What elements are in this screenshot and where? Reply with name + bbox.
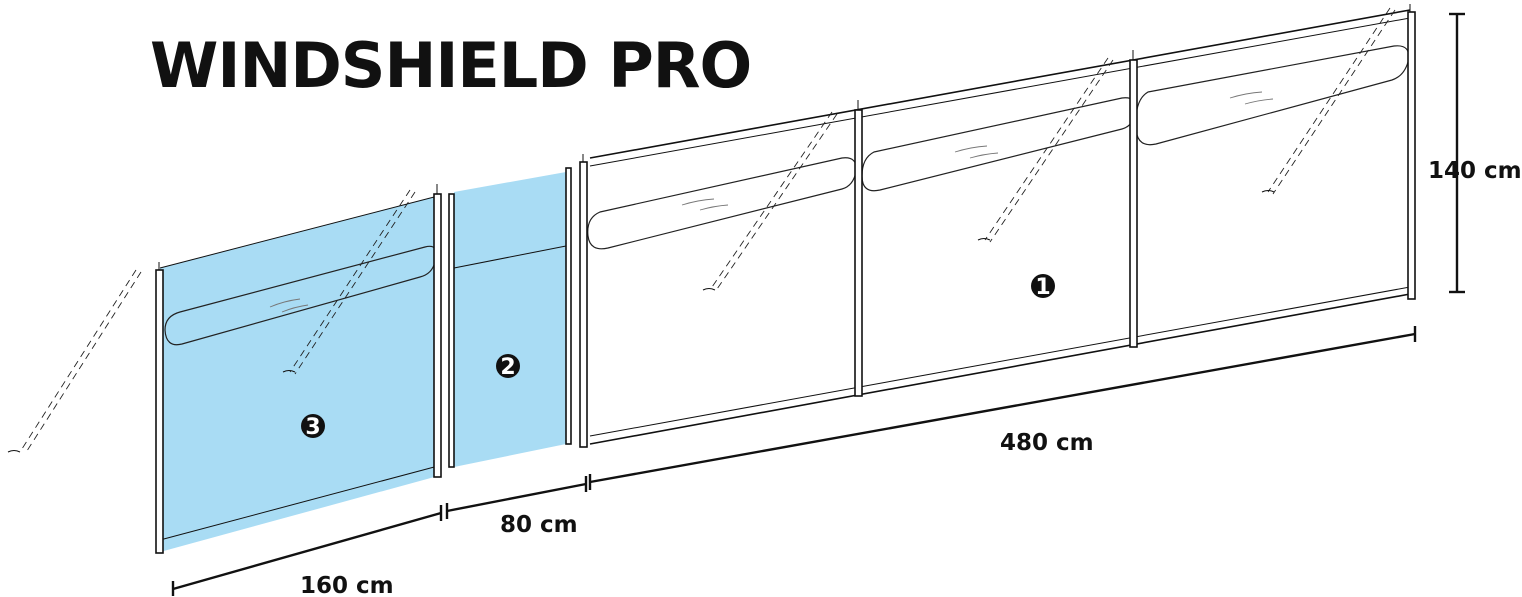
section-3-panel: [159, 195, 439, 552]
pole: [433, 193, 442, 478]
dimension-left-length-label: 160 cm: [300, 573, 394, 597]
diagram-title: WINDSHIELD PRO: [150, 29, 751, 102]
svg-text:3: 3: [305, 415, 320, 440]
pole: [155, 269, 164, 554]
pole: [854, 109, 863, 397]
pole: [1407, 11, 1416, 300]
pole: [448, 193, 455, 468]
dimension-height-label: 140 cm: [1428, 158, 1522, 184]
poles: [155, 4, 1416, 554]
marker-1: 1: [1031, 274, 1055, 300]
dimension-middle-length-label: 80 cm: [500, 512, 578, 538]
svg-text:2: 2: [500, 355, 515, 380]
dimension-main-length: 480 cm: [588, 326, 1417, 490]
section-3-fill: [160, 196, 438, 552]
guy-ropes: [7, 7, 1396, 455]
dimension-height: 140 cm: [1428, 12, 1522, 294]
section-1-window-c: [1135, 45, 1410, 146]
section-2-fill: [454, 172, 566, 467]
marker-2: 2: [496, 354, 520, 380]
section-1-window-b: [861, 97, 1137, 192]
marker-3: 3: [301, 414, 325, 440]
section-1-window-a: [587, 157, 857, 250]
pole: [1129, 59, 1138, 348]
section-2-panel: [453, 172, 567, 467]
dimension-main-length-label: 480 cm: [1000, 430, 1094, 456]
pole: [565, 167, 572, 445]
pole: [579, 161, 588, 448]
dimension-middle-length: 80 cm: [445, 476, 588, 538]
dimension-left-length: 160 cm: [171, 505, 443, 597]
svg-text:1: 1: [1035, 275, 1050, 300]
